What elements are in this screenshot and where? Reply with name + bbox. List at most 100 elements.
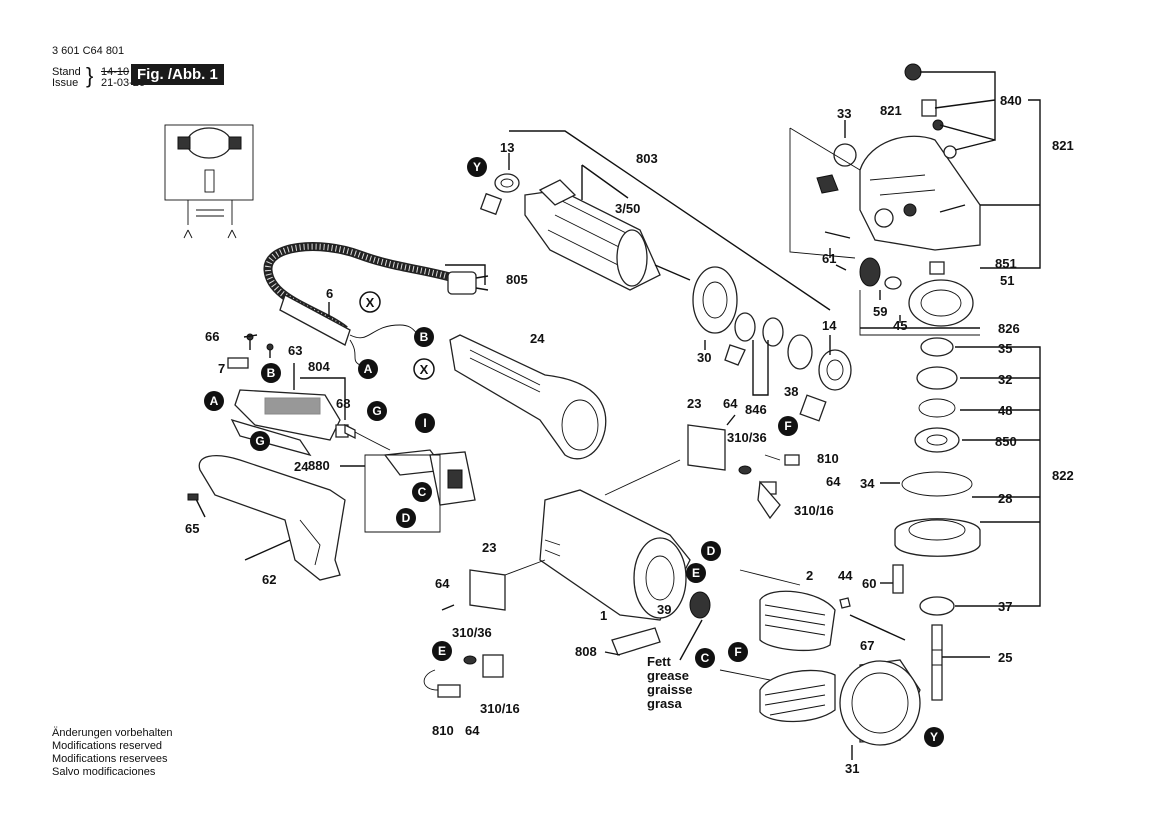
callout-labels: 13 803 3/50 805 6 66 63 7 804 68 24 24 8…: [185, 93, 1074, 776]
grease-note: Fett grease graisse grasa: [647, 654, 693, 711]
marker-x-handle: X: [413, 358, 435, 380]
svg-text:I: I: [423, 416, 426, 430]
callout-60: 60: [862, 576, 876, 591]
callout-51: 51: [1000, 273, 1014, 288]
svg-text:C: C: [418, 485, 427, 499]
notice-fr: Modifications reservees: [52, 753, 168, 765]
stand-label: Stand: [52, 66, 81, 78]
callout-34: 34: [860, 476, 875, 491]
callout-850: 850: [995, 434, 1017, 449]
issue-label: Issue: [52, 77, 79, 89]
callout-846: 846: [745, 402, 767, 417]
callout-24-upper: 24: [530, 331, 545, 346]
callout-39: 39: [657, 602, 671, 617]
callout-804: 804: [308, 359, 330, 374]
notice-de: Änderungen vorbehalten: [52, 727, 173, 739]
air-guide-ring: [839, 659, 921, 746]
svg-text:grasa: grasa: [647, 696, 682, 711]
callout-805: 805: [506, 272, 528, 287]
callout-3-50: 3/50: [615, 201, 640, 216]
stand-value: 14-10: [101, 66, 130, 78]
callout-880: 880: [308, 458, 330, 473]
marker-x-cable: X: [359, 291, 381, 313]
callout-48: 48: [998, 403, 1012, 418]
svg-text:E: E: [692, 566, 700, 580]
svg-text:Y: Y: [473, 160, 481, 174]
armature: [479, 173, 691, 291]
marker-e-coil: E: [686, 563, 706, 583]
marker-a-cable: A: [358, 359, 378, 379]
callout-59: 59: [873, 304, 887, 319]
marker-y-top: Y: [467, 157, 487, 177]
svg-text:Y: Y: [930, 730, 938, 744]
callout-826: 826: [998, 321, 1020, 336]
callout-66: 66: [205, 329, 219, 344]
marker-d-coil: D: [701, 541, 721, 561]
callout-64-b: 64: [826, 474, 841, 489]
brush-holder-upper: [687, 414, 800, 520]
callout-840: 840: [1000, 93, 1022, 108]
callout-821-housing: 821: [1052, 138, 1074, 153]
marker-c-module: C: [412, 482, 432, 502]
callout-64-a: 64: [723, 396, 738, 411]
callout-25: 25: [998, 650, 1012, 665]
svg-text:A: A: [364, 362, 373, 376]
svg-text:D: D: [707, 544, 716, 558]
callout-310-36-b: 310/36: [452, 625, 492, 640]
callout-1: 1: [600, 608, 607, 623]
modifications-notice: Änderungen vorbehalten Modifications res…: [52, 727, 172, 779]
callout-31: 31: [845, 761, 859, 776]
callout-32: 32: [998, 372, 1012, 387]
gear-housing: [789, 63, 981, 275]
svg-text:graisse: graisse: [647, 682, 693, 697]
callout-30: 30: [697, 350, 711, 365]
callout-68: 68: [336, 396, 350, 411]
marker-g-module: G: [367, 401, 387, 421]
callout-37: 37: [998, 599, 1012, 614]
callout-14: 14: [822, 318, 837, 333]
handle-lower: [187, 455, 346, 581]
svg-text:D: D: [402, 511, 411, 525]
svg-text:F: F: [784, 419, 791, 433]
callout-7: 7: [218, 361, 225, 376]
marker-c-coil: C: [695, 648, 715, 668]
callout-28: 28: [998, 491, 1012, 506]
callout-310-36-a: 310/36: [727, 430, 767, 445]
callout-64-c: 64: [435, 576, 450, 591]
svg-text:F: F: [734, 645, 741, 659]
bevel-gears: [859, 257, 980, 336]
document-number: 3 601 C64 801: [52, 45, 125, 57]
marker-e-brush: E: [432, 641, 452, 661]
callout-6: 6: [326, 286, 333, 301]
callout-810-a: 810: [817, 451, 839, 466]
callout-33: 33: [837, 106, 851, 121]
spindle-stack: [892, 337, 981, 701]
marker-g-switch: G: [250, 431, 270, 451]
marker-d-module: D: [396, 508, 416, 528]
callout-310-16-a: 310/16: [794, 503, 834, 518]
callout-45: 45: [893, 318, 907, 333]
marker-f-brush: F: [778, 416, 798, 436]
svg-text:G: G: [255, 434, 264, 448]
leader-lines: [243, 71, 1041, 760]
marker-f-coil: F: [728, 642, 748, 662]
svg-text:E: E: [438, 644, 446, 658]
callout-310-16-b: 310/16: [480, 701, 520, 716]
marker-y-bottom: Y: [924, 727, 944, 747]
callout-44: 44: [838, 568, 853, 583]
marker-i-module: I: [415, 413, 435, 433]
callout-851: 851: [995, 256, 1017, 271]
callout-24-lower: 24: [294, 459, 309, 474]
handle-upper: [449, 334, 607, 460]
callout-65: 65: [185, 521, 199, 536]
fan-guide: [689, 591, 906, 641]
svg-text:X: X: [420, 362, 429, 377]
callout-803: 803: [636, 151, 658, 166]
svg-text:B: B: [267, 366, 276, 380]
svg-text:X: X: [366, 295, 375, 310]
fan: [692, 266, 784, 366]
callout-62: 62: [262, 572, 276, 587]
svg-text:A: A: [210, 394, 219, 408]
callout-61: 61: [822, 251, 836, 266]
